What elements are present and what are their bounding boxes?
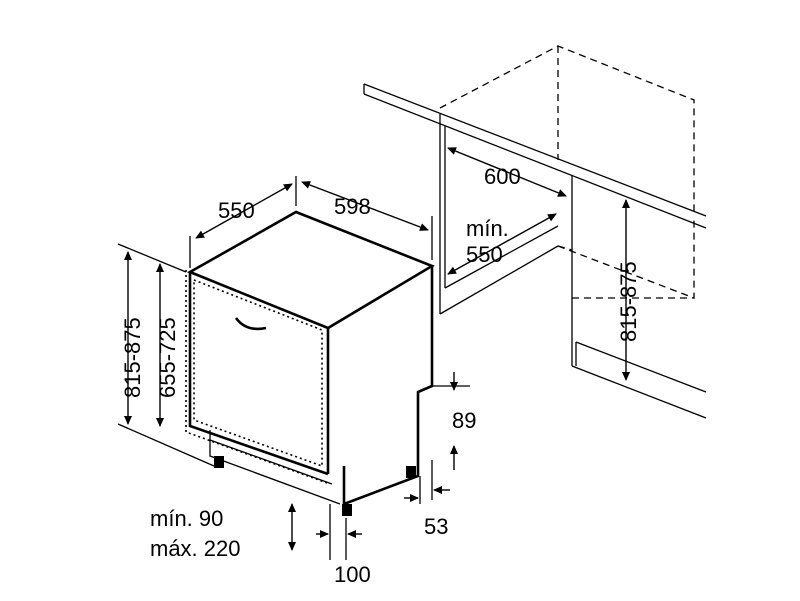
foot-offset-label: 100 [334,562,371,587]
plinth-max-label: máx. 220 [150,536,241,561]
width-label: 598 [334,194,371,219]
plinth-min-label: mín. 90 [150,506,223,531]
niche-depth-value: 550 [466,242,503,267]
dishwasher-body [185,210,435,516]
total-height-right-label: 815-875 [616,261,641,342]
niche-width-label: 600 [484,164,521,189]
cabinet-niche [363,45,707,419]
dimension-lines [117,147,630,560]
toe-depth-label: 53 [424,514,448,539]
toe-height-label: 89 [452,408,476,433]
door-height-label: 655-725 [155,317,180,398]
depth-label: 550 [218,198,255,223]
door-handle [234,317,267,331]
total-height-left-label: 815-875 [120,317,145,398]
niche-depth-prefix: mín. [466,216,509,241]
